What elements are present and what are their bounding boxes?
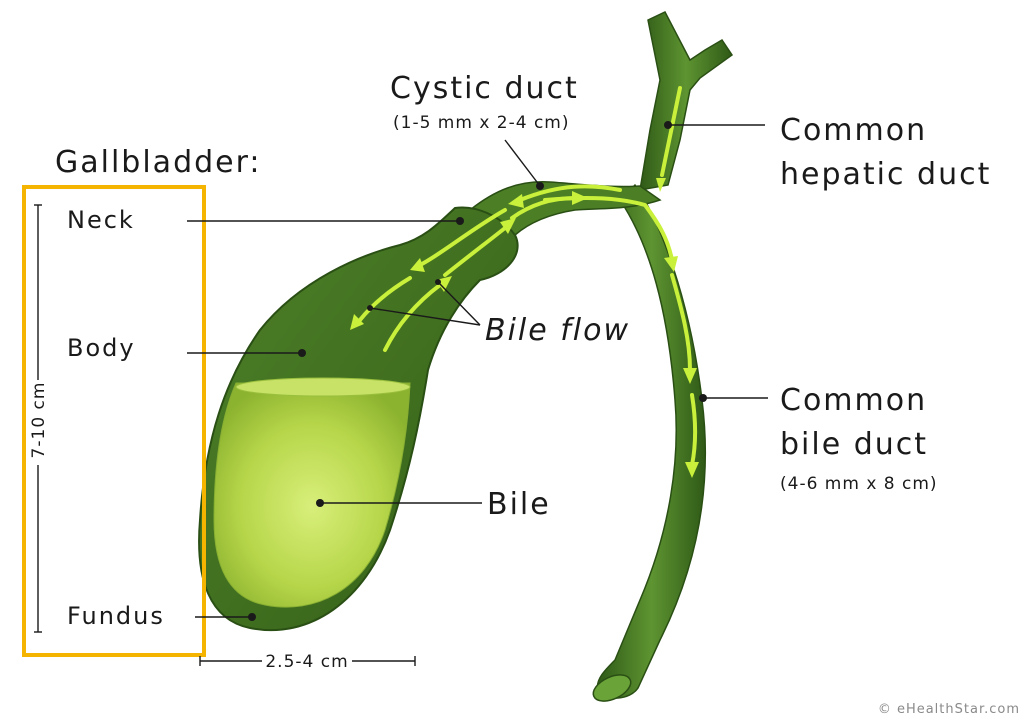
common-bile-duct-shape [589, 185, 705, 706]
common-hepatic-duct-shape [640, 12, 732, 190]
common-bile-duct-label-1: Common [780, 383, 927, 418]
common-hepatic-duct-label-2: hepatic duct [780, 157, 991, 192]
width-label: 2.5-4 cm [265, 652, 348, 672]
cystic-duct-size: (1-5 mm x 2-4 cm) [393, 113, 570, 133]
credit-text: © eHealthStar.com [878, 702, 1020, 717]
gallbladder-shape [199, 207, 518, 630]
fundus-label: Fundus [67, 602, 165, 630]
body-label: Body [67, 334, 136, 362]
bile-label: Bile [487, 487, 551, 522]
common-bile-duct-size: (4-6 mm x 8 cm) [780, 474, 938, 494]
common-bile-duct-label-2: bile duct [780, 427, 928, 462]
bile-pool [214, 383, 410, 607]
bile-flow-label: Bile flow [485, 313, 630, 348]
cystic-duct-label: Cystic duct [390, 71, 579, 106]
gallbladder-parts-box [24, 187, 204, 655]
diagram-title: Gallbladder: [55, 145, 262, 180]
bile-surface [236, 378, 410, 396]
neck-label: Neck [67, 206, 135, 234]
length-label: 7-10 cm [29, 382, 49, 459]
common-hepatic-duct-label-1: Common [780, 113, 927, 148]
